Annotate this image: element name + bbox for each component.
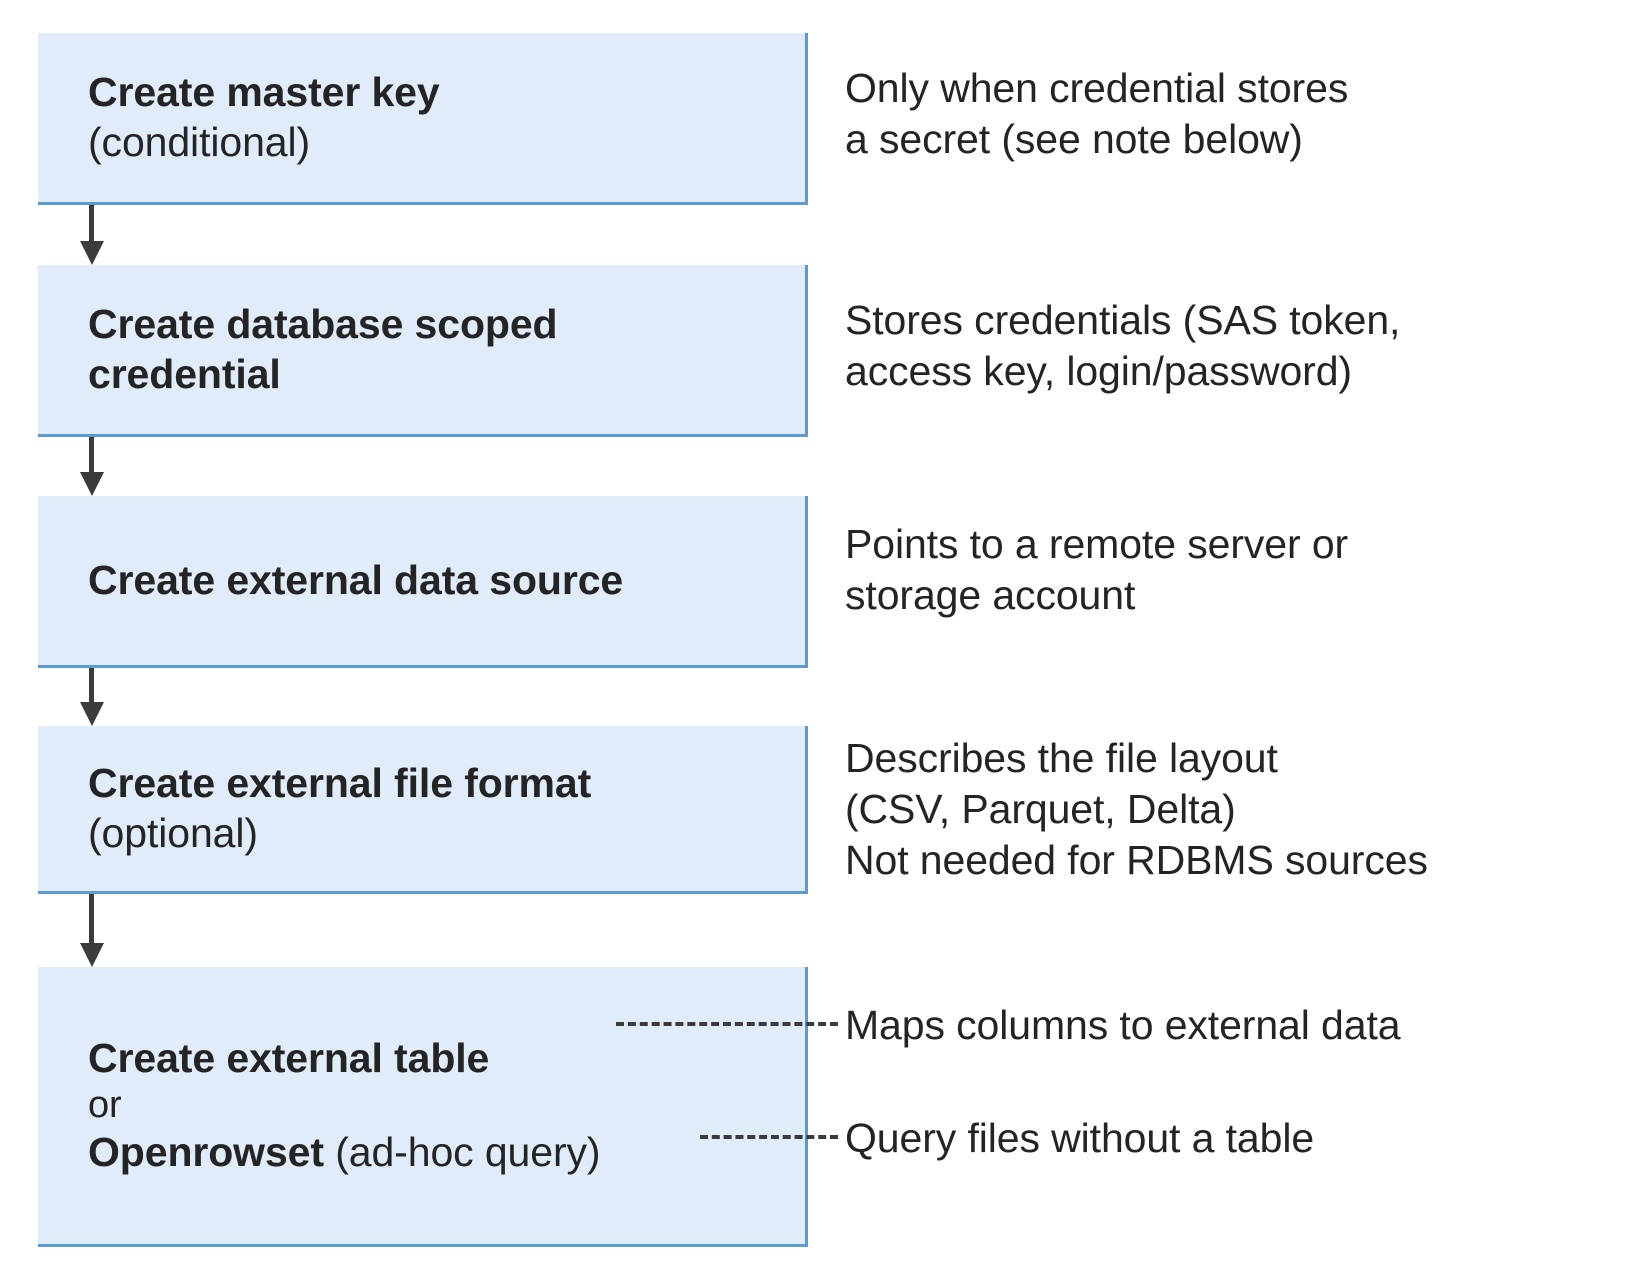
step-box-external-table[interactable]: Create external table or Openrowset (ad-… [38, 967, 808, 1247]
arrow-stem [89, 668, 94, 703]
arrow-head [80, 943, 104, 967]
note-master-key: Only when credential stores a secret (se… [845, 65, 1349, 162]
dashed-leader-external-table [616, 1022, 838, 1026]
step-title-openrowset-suffix: (ad-hoc query) [323, 1129, 601, 1176]
step-title-file-format: Create external file format [88, 760, 592, 807]
arrow-down-icon-1 [80, 205, 104, 265]
step-box-file-format[interactable]: Create external file format (optional) [38, 726, 808, 894]
dashed-leader-openrowset [700, 1135, 838, 1139]
arrow-stem [89, 894, 94, 944]
step-title-external-table: Create external table [88, 1034, 490, 1081]
step-box-scoped-credential[interactable]: Create database scoped credential [38, 265, 808, 437]
arrow-stem [89, 437, 94, 473]
note-file-format: Describes the file layout (CSV, Parquet,… [845, 735, 1428, 883]
arrow-stem [89, 205, 94, 242]
step-title-scoped-credential-line1: Create database scoped [88, 301, 558, 348]
arrow-down-icon-4 [80, 894, 104, 967]
arrow-down-icon-3 [80, 668, 104, 726]
arrow-head [80, 472, 104, 496]
arrow-head [80, 702, 104, 726]
arrow-head [80, 241, 104, 265]
step-title-openrowset: Openrowset [88, 1129, 324, 1176]
note-external-table: Maps columns to external data [845, 1002, 1401, 1048]
note-openrowset: Query files without a table [845, 1115, 1315, 1161]
step-title-scoped-credential-line2: credential [88, 350, 281, 397]
step-title-master-key: Create master key [88, 69, 440, 116]
step-title-openrowset-row: Openrowset (ad-hoc query) [38, 1128, 805, 1177]
step-subtitle-file-format: (optional) [88, 809, 258, 856]
step-or-label: or [88, 1083, 122, 1126]
note-scoped-credential: Stores credentials (SAS token, access ke… [845, 297, 1401, 394]
note-data-source: Points to a remote server or storage acc… [845, 521, 1349, 618]
arrow-down-icon-2 [80, 437, 104, 496]
step-subtitle-master-key: (conditional) [88, 118, 311, 165]
step-title-data-source: Create external data source [88, 556, 624, 603]
step-box-data-source[interactable]: Create external data source [38, 496, 808, 668]
step-box-master-key[interactable]: Create master key (conditional) [38, 33, 808, 205]
